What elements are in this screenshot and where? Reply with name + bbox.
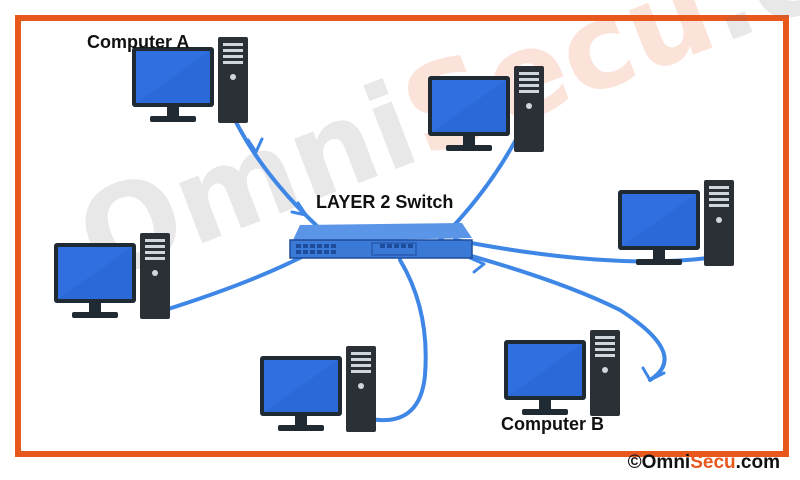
cable-left-computer [163,248,317,312]
computer-right-icon [618,180,734,266]
computer-b-label: Computer B [501,414,604,434]
computer-b-icon [504,330,620,416]
cable-right-computer [453,238,710,264]
layer2-switch [289,223,473,259]
copyright-brand: ©OmniSecu.com [627,452,780,473]
arrow-from-computer-a [246,137,264,154]
traffic-arrows [246,137,666,382]
computer-a-label: Computer A [87,32,190,52]
copyright-symbol: © [627,452,642,473]
cable-bottom-computer [363,258,428,423]
cable-computer-b [448,248,667,382]
cable-computer-a [233,118,332,240]
arrow-to-switch [290,201,308,217]
switch-label: LAYER 2 Switch [316,192,454,212]
computer-bottom-icon [260,346,376,432]
computer-top-right-icon [428,66,544,152]
arrow-from-switch [468,256,486,274]
computer-left-icon [54,233,170,319]
network-cables [163,118,710,423]
arrow-to-computer-b [641,366,666,382]
